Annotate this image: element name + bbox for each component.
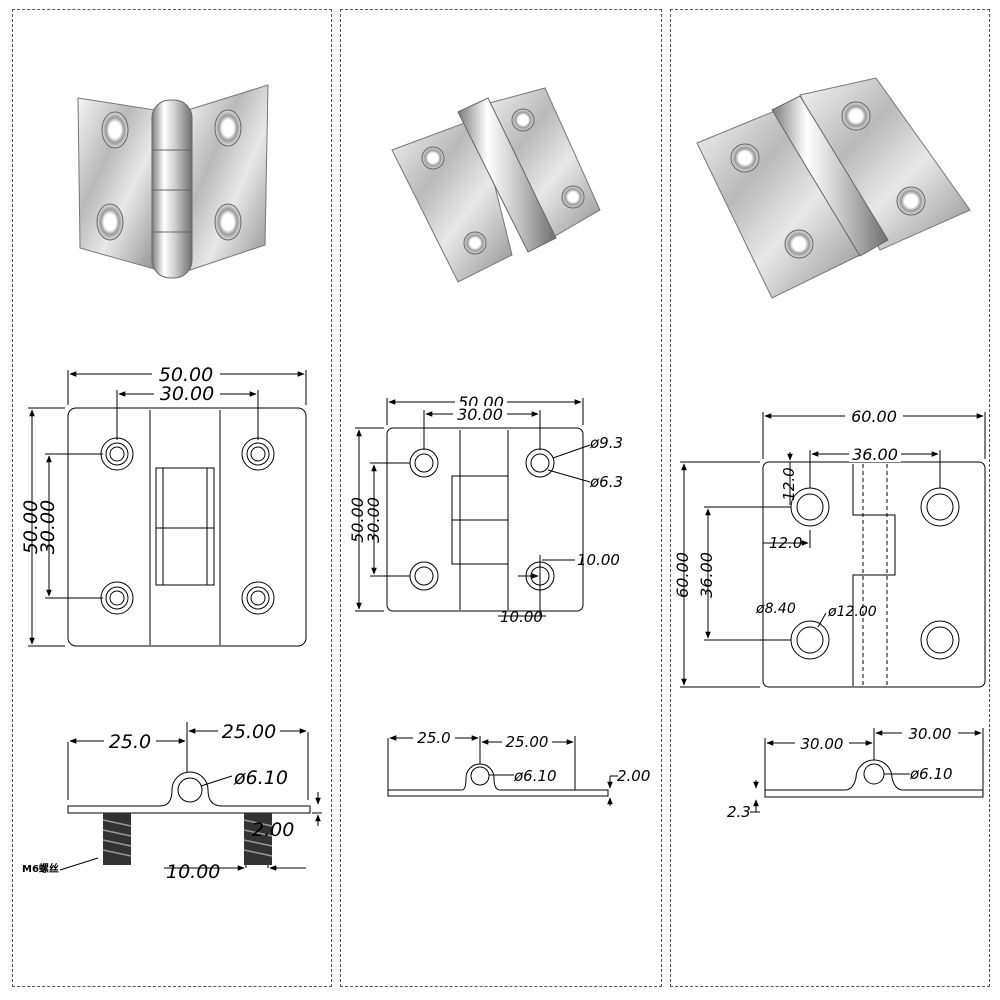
panel-3-photo — [696, 77, 971, 299]
panel-3-left-leaf-label: 30.00 — [801, 735, 844, 753]
panel-3-top-view — [680, 412, 986, 688]
panel-2-barrel — [457, 97, 557, 253]
panel-1-pin-dia-label: ø6.10 — [233, 767, 288, 789]
panel-3-right-leaf-label: 30.00 — [909, 725, 952, 743]
panel-3-hole-outer-dia-label: ø12.00 — [827, 604, 877, 620]
panel-2-hole-edge-y-label: 10.00 — [577, 551, 620, 569]
panel-3-hole-pitch-y-label: 36.00 — [697, 552, 716, 598]
panel-1-hole-pitch-x-label: 30.00 — [160, 383, 214, 405]
panel-1-hole-pitch-y-label: 30.00 — [37, 500, 59, 554]
panel-3-width-label: 60.00 — [851, 407, 897, 426]
panel-2-height-label: 50.00 — [348, 497, 367, 543]
panel-1-screw-label: M6螺丝 — [22, 862, 59, 875]
panel-3-height-label: 60.00 — [673, 552, 692, 598]
panel-1-side-view — [59, 722, 322, 871]
panel-3-hole-inner-dia-label: ø8.40 — [755, 601, 796, 617]
panel-2-hole-pitch-y-label: 30.00 — [364, 497, 383, 543]
panel-1-height-label: 50.00 — [20, 500, 42, 554]
panel-2-hole-outer-dia-label: ø9.3 — [589, 434, 623, 452]
panel-1-top-view — [28, 370, 307, 647]
panel-1 — [12, 9, 332, 987]
panel-3-hole-edge-x-label: 12.0 — [769, 534, 802, 552]
panel-3-thickness-label: 2.3 — [727, 803, 751, 821]
panel-2-photo — [391, 87, 601, 283]
panel-1-screw-offset-label: 10.00 — [166, 861, 220, 883]
panel-2-pin-dia-label: ø6.10 — [513, 767, 557, 785]
panel-1-left-leaf-label: 25.0 — [109, 731, 151, 753]
panel-3 — [670, 9, 990, 987]
panel-2-hole-pitch-x-label: 30.00 — [457, 405, 503, 424]
panel-2-hole-edge-x-label: 10.00 — [500, 608, 543, 626]
panel-1-barrel — [151, 99, 193, 279]
panel-1-screws — [102, 813, 273, 865]
panel-3-barrel — [771, 95, 889, 257]
panel-2-right-leaf-label: 25.00 — [506, 733, 549, 751]
panel-3-hole-pitch-x-label: 36.00 — [852, 445, 898, 464]
panel-2-thickness-label: 2.00 — [617, 767, 650, 785]
panel-1-thickness-label: 2.00 — [252, 819, 294, 841]
panel-1-width-label: 50.00 — [159, 364, 213, 386]
panel-1-right-leaf-label: 25.00 — [222, 721, 276, 743]
panel-3-hole-edge-y-label: 12.0 — [780, 467, 798, 500]
panel-2-top-view — [355, 398, 591, 617]
panel-2-hole-inner-dia-label: ø6.3 — [589, 473, 623, 491]
panel-2 — [340, 9, 662, 987]
panel-2-left-leaf-label: 25.0 — [417, 729, 450, 747]
panel-3-pin-dia-label: ø6.10 — [909, 765, 953, 783]
panel-1-photo — [77, 84, 269, 279]
